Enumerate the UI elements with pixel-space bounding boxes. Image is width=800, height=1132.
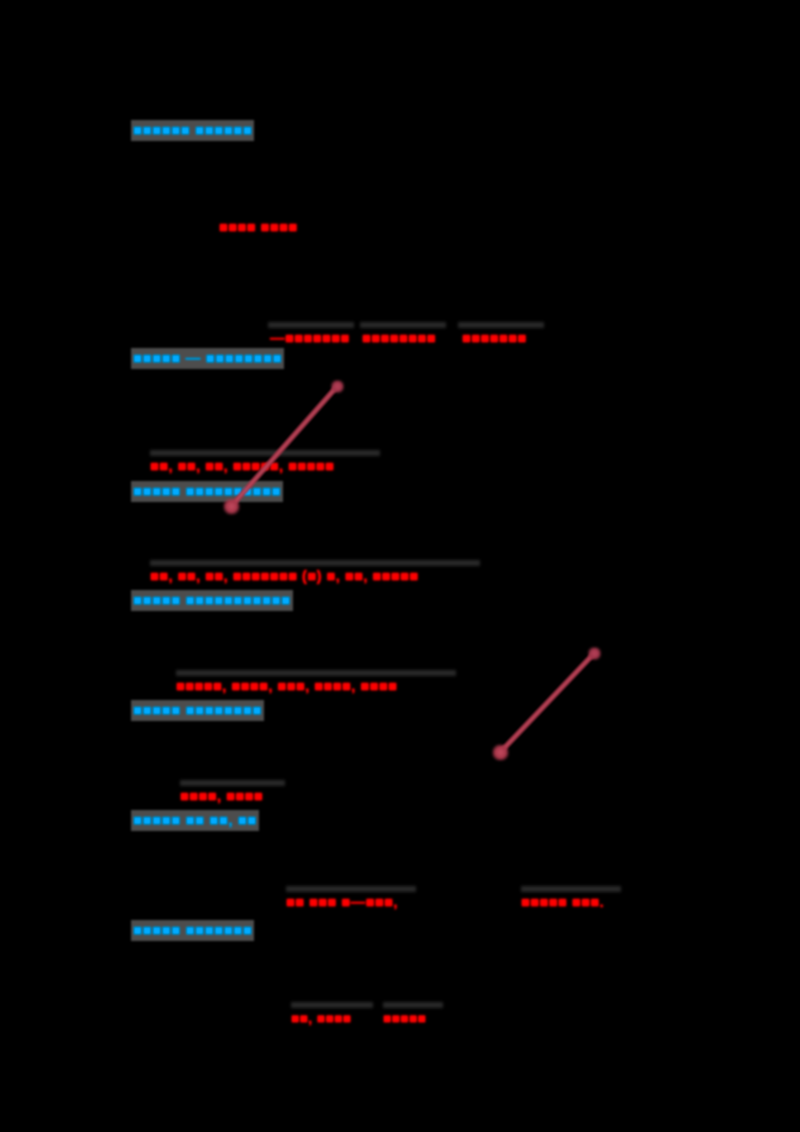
document-line-6: ■■■■■ ■■ ■■, ■■: [131, 810, 259, 831]
scan-ghost-6: [176, 670, 456, 676]
annotation-line-4: ■■, ■■, ■■, ■■■■■■■ (■) ■, ■■, ■■■■■: [150, 569, 419, 585]
scan-ghost-3: [458, 322, 544, 328]
annotation-line-3: ■■, ■■, ■■, ■■■■■, ■■■■■: [150, 459, 335, 475]
annotation-line-7a: ■■ ■■■ ■—■■■,: [286, 895, 398, 911]
scan-ghost-1: [268, 322, 354, 328]
annotation-line-2c: ■■■■■■■: [462, 331, 527, 347]
annotation-line-1: ■■■■ ■■■■: [219, 220, 298, 236]
document-line-4: ■■■■■ ■■■■■■■■■■■: [131, 590, 293, 611]
scan-ghost-4: [150, 450, 380, 456]
annotation-line-8a: ■■, ■■■■: [291, 1011, 352, 1026]
scan-ghost-7: [180, 780, 285, 786]
scan-ghost-11: [383, 1002, 443, 1008]
arrow-lower-head: [491, 743, 509, 761]
document-line-5: ■■■■■ ■■■■■■■■: [131, 700, 264, 721]
annotation-line-8b: ■■■■■: [383, 1011, 427, 1026]
arrow-upper: [228, 383, 340, 509]
scan-ghost-8: [286, 886, 416, 892]
annotation-line-5: ■■■■■, ■■■■, ■■■, ■■■■, ■■■■: [176, 679, 398, 695]
annotation-line-6: ■■■■, ■■■■: [180, 789, 264, 805]
scan-ghost-5: [150, 560, 480, 566]
document-line-3: ■■■■■ ■■■■■■■■■■: [131, 481, 284, 502]
scan-ghost-10: [291, 1002, 373, 1008]
arrow-lower: [497, 650, 597, 755]
scan-ghost-9: [521, 886, 621, 892]
document-line-1: ■■■■■■ ■■■■■■: [131, 120, 255, 141]
annotation-line-7b: ■■■■■ ■■■.: [521, 895, 605, 911]
document-line-2: ■■■■■ — ■■■■■■■■: [131, 348, 285, 369]
arrow-upper-head: [222, 497, 240, 515]
document-line-7: ■■■■■ ■■■■■■■: [131, 920, 255, 941]
scan-ghost-2: [360, 322, 446, 328]
arrow-lower-tail: [587, 646, 601, 660]
arrow-upper-tail: [330, 379, 344, 393]
annotation-line-2a: —■■■■■■■: [270, 331, 350, 347]
annotation-line-2b: ■■■■■■■■: [362, 331, 437, 347]
